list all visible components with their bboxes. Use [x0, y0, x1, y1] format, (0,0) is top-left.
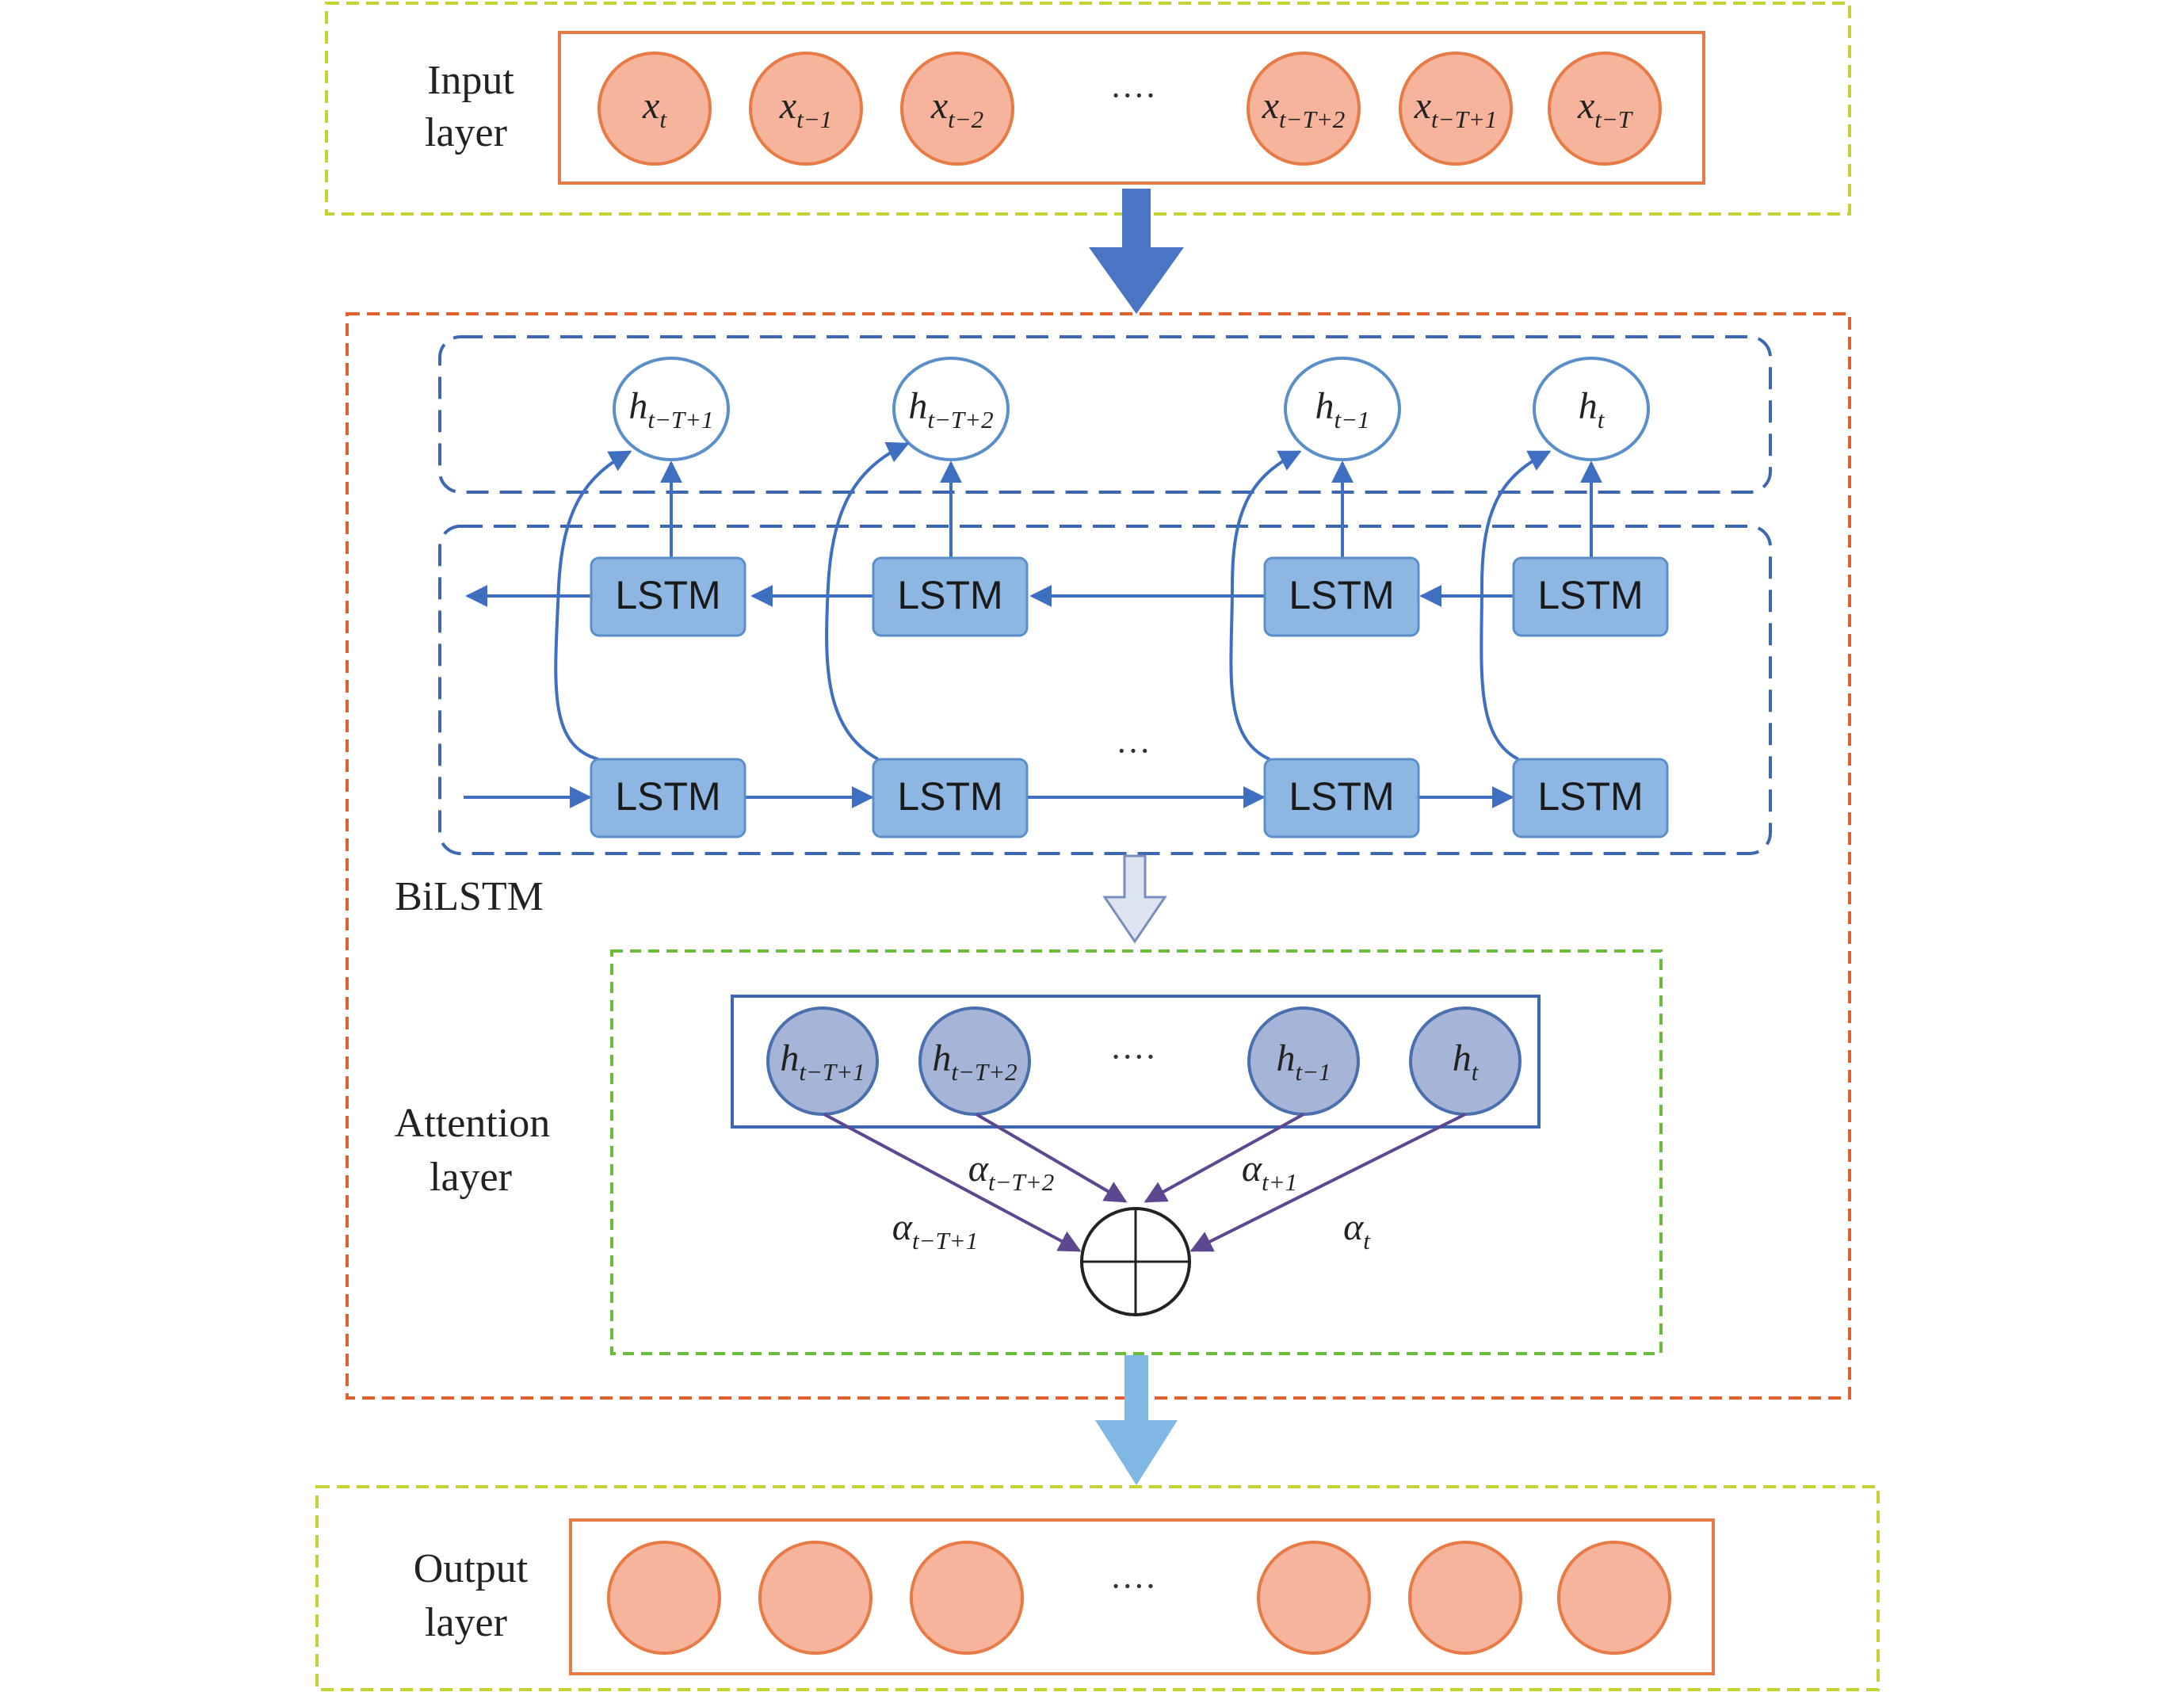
- input-layer-label: Input: [427, 58, 514, 103]
- input-node-x-t-T1: xt−T+1: [1399, 52, 1513, 166]
- output-node-2: [758, 1541, 872, 1655]
- lstm-cell-backward-2: LSTM: [872, 556, 1029, 637]
- attention-node-h-t-T1: ht−T+1: [766, 1006, 879, 1116]
- hidden-node-h-t: ht: [1533, 357, 1650, 461]
- output-ellipsis: ····: [1110, 1567, 1157, 1606]
- attention-node-h-t-1: ht−1: [1247, 1006, 1360, 1116]
- svg-text:xt−1: xt−1: [779, 85, 832, 133]
- forward-to-hidden-arrows: [554, 441, 1552, 761]
- weight-alpha-t-T1: αt−T+1: [892, 1206, 978, 1255]
- input-to-bilstm-arrow: [1089, 189, 1184, 314]
- svg-text:ht−1: ht−1: [1315, 385, 1369, 434]
- svg-text:LSTM: LSTM: [897, 774, 1002, 819]
- output-node-4: [1257, 1541, 1371, 1655]
- svg-text:ht: ht: [1579, 385, 1606, 434]
- input-node-x-t-T2: xt−T+2: [1247, 52, 1361, 166]
- lstm-cell-forward-2: LSTM: [872, 758, 1029, 838]
- backward-to-hidden-arrows: [660, 460, 1602, 558]
- output-node-box: [569, 1518, 1715, 1675]
- lstm-cell-backward-3: LSTM: [1263, 556, 1420, 637]
- svg-text:LSTM: LSTM: [615, 573, 720, 617]
- svg-text:xt−T+1: xt−T+1: [1414, 85, 1498, 133]
- lstm-cell-backward-1: LSTM: [590, 556, 746, 637]
- hidden-node-h-t-T1: ht−T+1: [613, 357, 730, 461]
- svg-text:ht−T+2: ht−T+2: [932, 1037, 1017, 1086]
- attention-layer-label-2: layer: [430, 1155, 512, 1200]
- weight-alpha-t1: αt+1: [1242, 1148, 1297, 1196]
- svg-text:ht: ht: [1453, 1037, 1480, 1086]
- input-node-x-t-T: xt−T: [1548, 52, 1662, 166]
- svg-text:ht−T+1: ht−T+1: [780, 1037, 865, 1086]
- lstm-cell-forward-4: LSTM: [1512, 758, 1669, 838]
- hidden-node-h-t-1: ht−1: [1284, 357, 1401, 461]
- attention-to-output-arrow: [1095, 1355, 1178, 1485]
- lstm-cell-backward-4: LSTM: [1512, 556, 1669, 637]
- output-node-3: [910, 1541, 1024, 1655]
- output-node-1: [607, 1541, 721, 1655]
- svg-text:LSTM: LSTM: [615, 774, 720, 819]
- lstm-cell-forward-3: LSTM: [1263, 758, 1420, 838]
- input-node-box: [558, 31, 1705, 185]
- attention-layer-frame: [610, 949, 1663, 1355]
- output-layer-label: Output: [414, 1546, 529, 1591]
- svg-text:ht−T+1: ht−T+1: [628, 385, 713, 434]
- input-layer-label-2: layer: [425, 110, 507, 155]
- output-layer-label-2: layer: [425, 1600, 507, 1645]
- weight-alpha-t: αt: [1343, 1206, 1371, 1255]
- output-node-6: [1557, 1541, 1671, 1655]
- hidden-node-h-t-T2: ht−T+2: [892, 357, 1010, 461]
- attention-layer-label: Attention: [395, 1101, 550, 1146]
- svg-text:xt: xt: [642, 85, 667, 133]
- svg-text:ht−1: ht−1: [1276, 1037, 1331, 1086]
- bilstm-ellipsis: ···: [1116, 731, 1151, 770]
- bilstm-label: BiLSTM: [395, 874, 544, 919]
- output-layer-frame: [315, 1485, 1880, 1691]
- input-node-x-t-1: xt−1: [749, 52, 863, 166]
- svg-text:LSTM: LSTM: [1537, 573, 1643, 617]
- input-layer-frame: [325, 2, 1851, 216]
- svg-text:xt−2: xt−2: [930, 85, 983, 133]
- input-node-x-t: xt: [598, 52, 712, 166]
- sum-operator-icon: [1080, 1207, 1191, 1316]
- svg-text:ht−T+2: ht−T+2: [908, 385, 993, 434]
- bilstm-to-attention-arrow: [1102, 854, 1167, 944]
- attention-ellipsis: ····: [1110, 1037, 1157, 1076]
- svg-text:LSTM: LSTM: [1289, 573, 1394, 617]
- svg-text:LSTM: LSTM: [897, 573, 1002, 617]
- lstm-frame: [438, 525, 1772, 855]
- model-frame: [346, 312, 1851, 1400]
- svg-text:LSTM: LSTM: [1537, 774, 1643, 819]
- svg-text:LSTM: LSTM: [1289, 774, 1394, 819]
- attention-node-h-t: ht: [1409, 1006, 1522, 1116]
- attention-node-h-t-T2: ht−T+2: [918, 1006, 1031, 1116]
- input-ellipsis: ····: [1110, 76, 1157, 115]
- attention-node-box: [731, 995, 1541, 1129]
- lstm-cell-forward-1: LSTM: [590, 758, 746, 838]
- input-node-x-t-2: xt−2: [900, 52, 1014, 166]
- attention-weight-arrows: [823, 1113, 1466, 1252]
- svg-text:xt−T: xt−T: [1577, 85, 1634, 133]
- hidden-output-frame: [438, 335, 1772, 494]
- svg-text:xt−T+2: xt−T+2: [1262, 85, 1346, 133]
- output-node-5: [1408, 1541, 1522, 1655]
- weight-alpha-t-T2: αt−T+2: [968, 1148, 1054, 1196]
